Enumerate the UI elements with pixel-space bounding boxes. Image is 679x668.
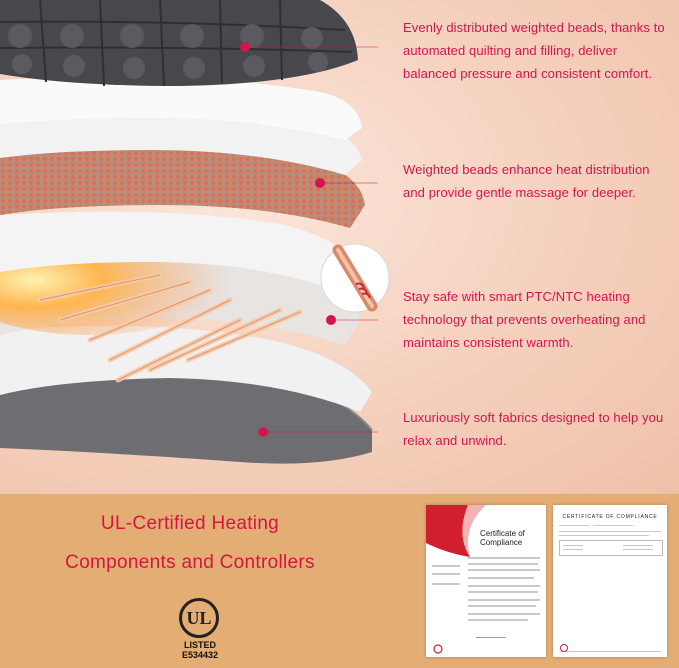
cert-red-swoosh-icon bbox=[426, 505, 486, 654]
callout-soft-fabric: Luxuriously soft fabrics designed to hel… bbox=[403, 410, 664, 448]
certificate-of-compliance-image: Certificate of Compliance bbox=[426, 505, 546, 657]
cert2-seal-icon bbox=[560, 644, 568, 652]
callout-ptc-ntc-safety: Stay safe with smart PTC/NTC heating tec… bbox=[403, 289, 646, 350]
blanket-layers-illustration bbox=[0, 0, 390, 464]
cert2-title: CERTIFICATE OF COMPLIANCE bbox=[562, 514, 658, 520]
callout-dot bbox=[240, 42, 250, 52]
callout-weighted-beads: Evenly distributed weighted beads, thank… bbox=[403, 20, 665, 81]
ul-listed-number: E534432 bbox=[181, 650, 219, 660]
ul-heading-line2: Components and Controllers bbox=[65, 552, 315, 573]
cert1-title: Certificate of Compliance bbox=[480, 529, 525, 547]
ul-heading-line1: UL-Certified Heating bbox=[100, 513, 280, 534]
callout-heat-distribution: Weighted beads enhance heat distribution… bbox=[403, 162, 650, 200]
cert-table bbox=[559, 540, 663, 556]
ul-logo-icon: UL bbox=[179, 598, 219, 638]
ul-listed-label: LISTED E534432 bbox=[170, 640, 230, 660]
callout-dot bbox=[326, 315, 336, 325]
callout-dot bbox=[258, 427, 268, 437]
certificate-of-compliance-document: CERTIFICATE OF COMPLIANCE bbox=[553, 505, 667, 657]
layer-illustration-area: Evenly distributed weighted beads, thank… bbox=[0, 0, 679, 494]
callout-dot bbox=[315, 178, 325, 188]
